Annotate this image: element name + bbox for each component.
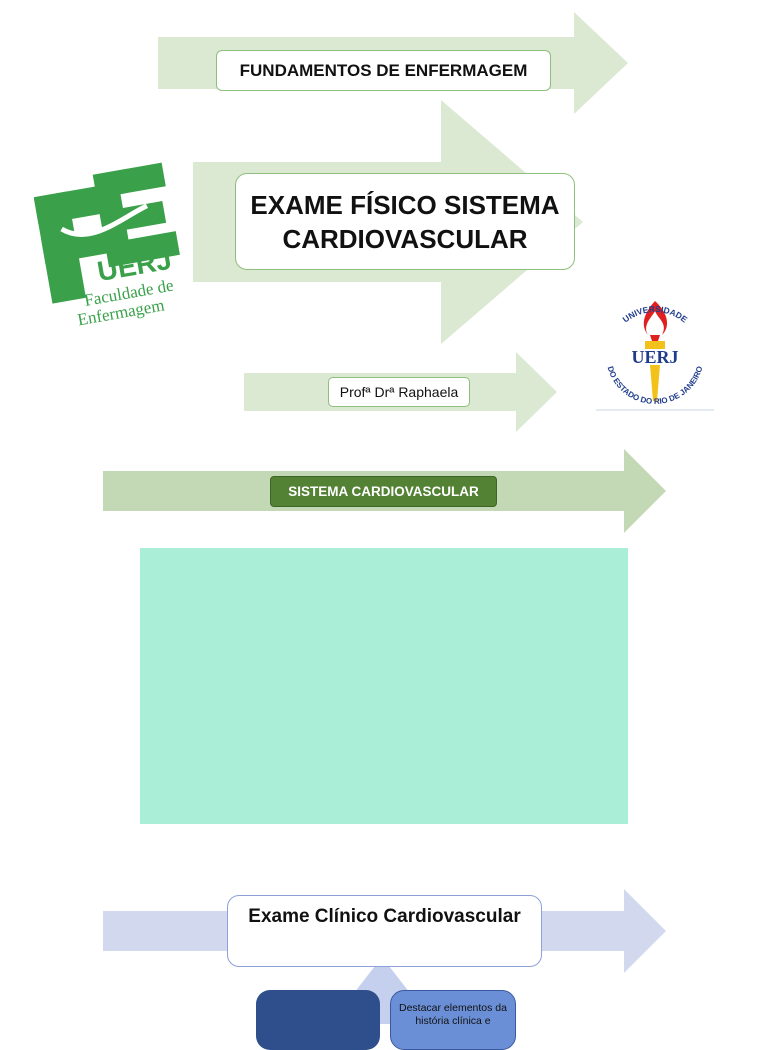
uerj-seal-center-text: UERJ bbox=[631, 347, 678, 367]
content-panel bbox=[140, 548, 628, 824]
diagram-child-box-2: Destacar elementos da história clínica e bbox=[390, 990, 516, 1050]
lecture-title-line1: EXAME FÍSICO SISTEMA bbox=[250, 189, 560, 220]
professor-box: Profª Drª Raphaela bbox=[328, 377, 470, 407]
lecture-title-line2: CARDIOVASCULAR bbox=[282, 223, 528, 254]
section-label-box: SISTEMA CARDIOVASCULAR bbox=[270, 476, 497, 507]
course-title: FUNDAMENTOS DE ENFERMAGEM bbox=[239, 60, 528, 80]
lecture-title-box: EXAME FÍSICO SISTEMA CARDIOVASCULAR bbox=[235, 173, 575, 270]
diagram-child-box-1 bbox=[256, 990, 380, 1050]
faculdade-enfermagem-logo: UERJ Faculdade de Enfermagem bbox=[34, 162, 180, 326]
diagram-child-text: Destacar elementos da história clínica e bbox=[399, 1002, 507, 1027]
diagram-root-label: Exame Clínico Cardiovascular bbox=[248, 906, 521, 927]
diagram-root-box: Exame Clínico Cardiovascular bbox=[227, 895, 542, 967]
section-label: SISTEMA CARDIOVASCULAR bbox=[288, 484, 479, 499]
professor-name: Profª Drª Raphaela bbox=[339, 384, 459, 400]
course-title-box: FUNDAMENTOS DE ENFERMAGEM bbox=[216, 50, 551, 91]
uerj-seal-logo: UERJ UNIVERSIDADE DO ESTADO DO RIO DE JA… bbox=[596, 293, 714, 411]
